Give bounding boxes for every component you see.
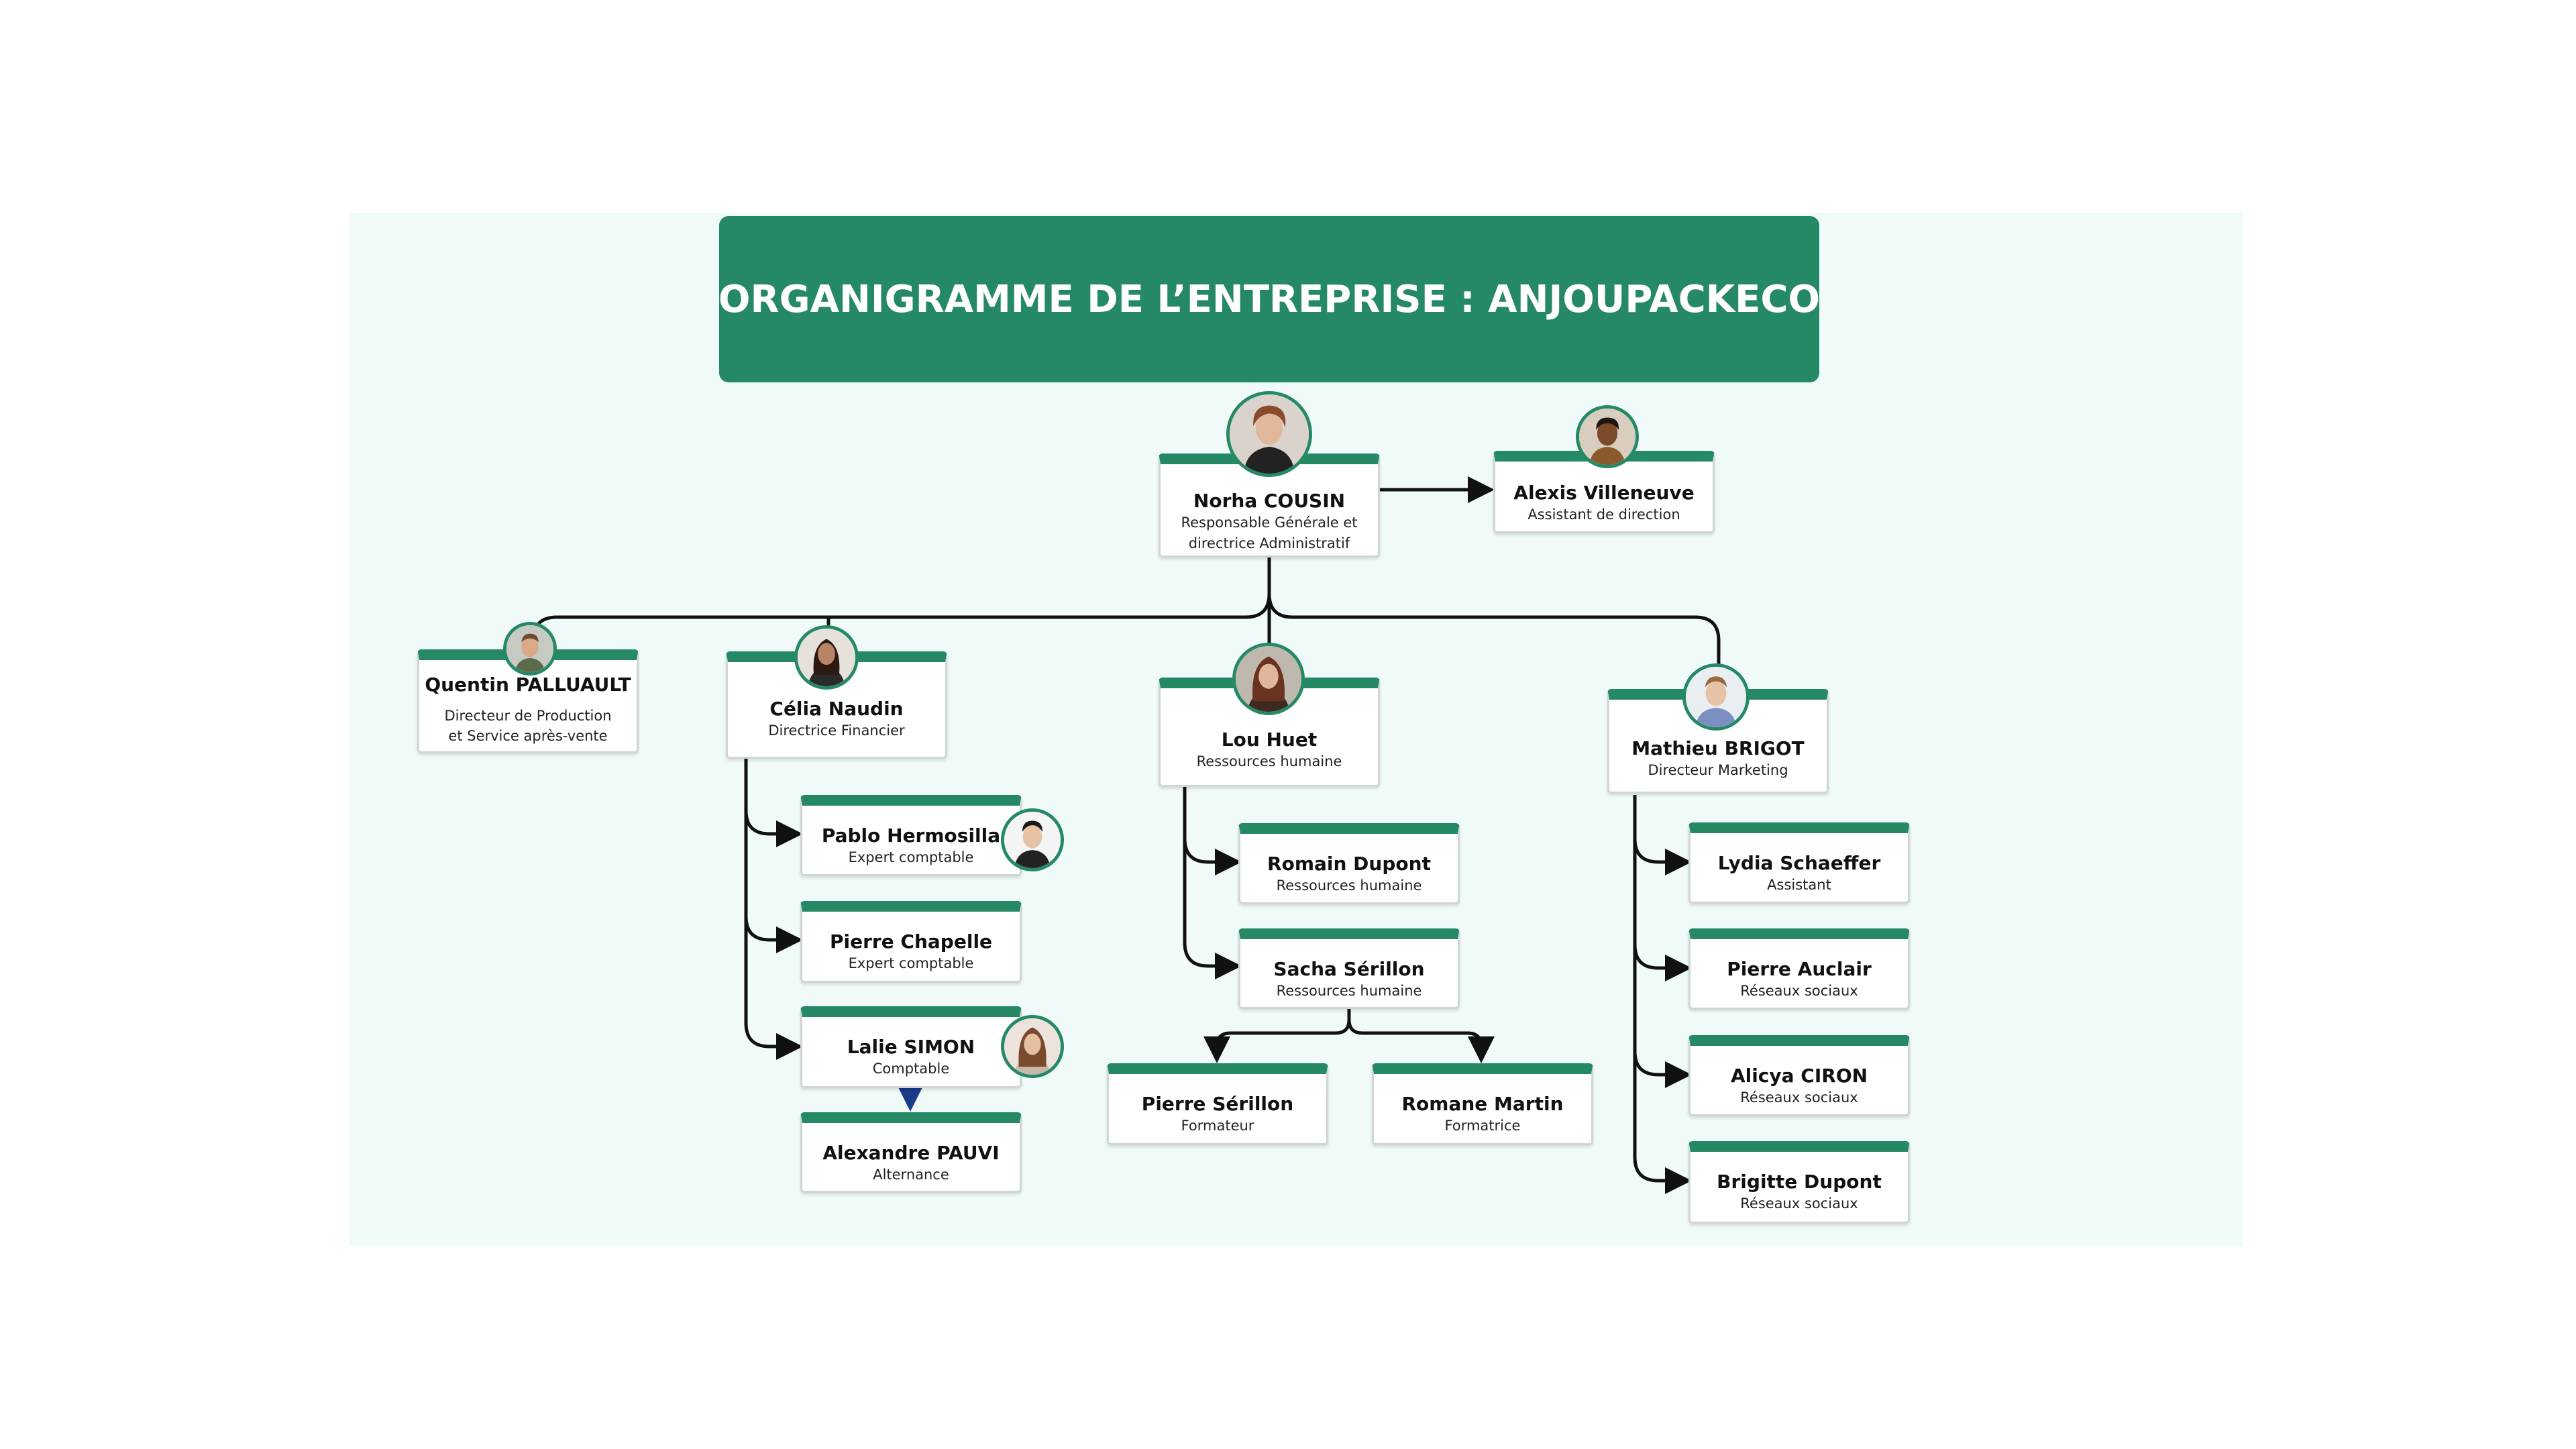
person-name: Mathieu BRIGOT: [1631, 737, 1805, 759]
card-pablo-hermosilla[interactable]: Pablo Hermosilla Expert comptable: [800, 795, 1022, 876]
connector-bus-right: [1267, 593, 1721, 691]
person-name: Quentin PALLUAULT: [425, 674, 631, 696]
person-name: Alexandre PAUVI: [822, 1142, 1000, 1164]
connector-finance-pierre: [744, 916, 803, 953]
connector-bus-left: [531, 593, 1271, 654]
person-role: Formateur: [1181, 1118, 1254, 1134]
card-romane-martin[interactable]: Romane Martin Formatrice: [1372, 1063, 1593, 1145]
person-role: Alternance: [873, 1167, 949, 1183]
person-role: Responsable Générale et directrice Admin…: [1181, 515, 1358, 551]
person-name: Norha COUSIN: [1193, 490, 1346, 512]
card-brigitte-dupont[interactable]: Brigitte Dupont Réseaux sociaux: [1688, 1141, 1910, 1224]
connector-marketing-lydia: [1633, 838, 1692, 875]
connector-finance-pablo: [744, 810, 803, 847]
person-name: Sacha Sérillon: [1273, 958, 1425, 980]
avatar-quentin-palluault-icon: [503, 622, 557, 676]
person-role: Directeur de Production et Service après…: [444, 708, 612, 744]
card-sacha-serillon[interactable]: Sacha Sérillon Ressources humaine: [1238, 928, 1460, 1009]
person-name: Lalie SIMON: [847, 1036, 975, 1058]
person-role: Réseaux sociaux: [1740, 1089, 1858, 1106]
connector-sacha-romane: [1347, 1019, 1495, 1063]
connector-hr-vertical: [1183, 785, 1209, 968]
person-role: Réseaux sociaux: [1740, 983, 1858, 999]
connector-marketing-vertical: [1633, 795, 1659, 1183]
card-alexandre-pauvi[interactable]: Alexandre PAUVI Alternance: [800, 1112, 1022, 1193]
person-name: Brigitte Dupont: [1717, 1171, 1882, 1193]
connector-finance-vertical: [744, 758, 770, 1049]
avatar-lalie-simon-icon: [1001, 1015, 1064, 1078]
connector-hr-romain: [1183, 838, 1242, 875]
person-name: Romain Dupont: [1267, 853, 1431, 875]
person-name: Célia Naudin: [769, 698, 904, 720]
avatar-norha-cousin-icon: [1226, 391, 1312, 477]
card-pierre-chapelle[interactable]: Pierre Chapelle Expert comptable: [800, 901, 1022, 983]
person-name: Romane Martin: [1401, 1093, 1564, 1115]
card-pierre-auclair[interactable]: Pierre Auclair Réseaux sociaux: [1688, 928, 1910, 1010]
person-name: Lydia Schaeffer: [1717, 852, 1881, 874]
connector-sacha-down: [1203, 1006, 1351, 1063]
connector-marketing-alicya: [1633, 1051, 1692, 1088]
avatar-lou-huet-icon: [1232, 643, 1305, 715]
card-norha-cousin[interactable]: Norha COUSIN Responsable Générale et dir…: [1159, 453, 1380, 557]
person-role: Assistant: [1767, 877, 1831, 893]
person-role: Réseaux sociaux: [1740, 1195, 1858, 1212]
card-lydia-schaeffer[interactable]: Lydia Schaeffer Assistant: [1688, 822, 1910, 904]
person-name: Lou Huet: [1221, 729, 1318, 751]
person-role: Comptable: [872, 1061, 950, 1077]
person-role: Directeur Marketing: [1648, 762, 1788, 778]
person-name: Pierre Auclair: [1727, 958, 1872, 980]
card-alicya-ciron[interactable]: Alicya CIRON Réseaux sociaux: [1688, 1035, 1910, 1116]
person-name: Alicya CIRON: [1730, 1065, 1868, 1087]
card-mathieu-brigot[interactable]: Mathieu BRIGOT Directeur Marketing: [1607, 689, 1829, 794]
chart-title: ORGANIGRAMME DE L’ENTREPRISE : ANJOUPACK…: [718, 277, 1821, 321]
avatar-celia-naudin-icon: [794, 625, 859, 690]
person-name: Pierre Sérillon: [1141, 1093, 1294, 1115]
person-role: Ressources humaine: [1276, 983, 1422, 999]
avatar-mathieu-brigot-icon: [1682, 663, 1750, 731]
person-role: Expert comptable: [848, 849, 974, 865]
card-pierre-serillon[interactable]: Pierre Sérillon Formateur: [1107, 1063, 1328, 1145]
avatar-pablo-hermosilla-icon: [1001, 808, 1064, 871]
card-romain-dupont[interactable]: Romain Dupont Ressources humaine: [1238, 823, 1460, 904]
person-role: Ressources humaine: [1276, 877, 1422, 894]
title-banner: ORGANIGRAMME DE L’ENTREPRISE : ANJOUPACK…: [718, 216, 1821, 382]
person-role: Formatrice: [1444, 1118, 1521, 1134]
avatar-alexis-villeneuve-icon: [1576, 405, 1639, 468]
person-role: Directrice Financier: [768, 722, 905, 739]
connector-marketing-pierre: [1633, 944, 1692, 981]
person-name: Alexis Villeneuve: [1513, 482, 1695, 504]
person-role: Assistant de direction: [1527, 506, 1680, 523]
card-lalie-simon[interactable]: Lalie SIMON Comptable: [800, 1006, 1022, 1088]
person-role: Ressources humaine: [1196, 753, 1342, 769]
person-name: Pierre Chapelle: [829, 930, 993, 953]
person-role: Expert comptable: [848, 955, 974, 971]
person-name: Pablo Hermosilla: [821, 824, 1001, 847]
